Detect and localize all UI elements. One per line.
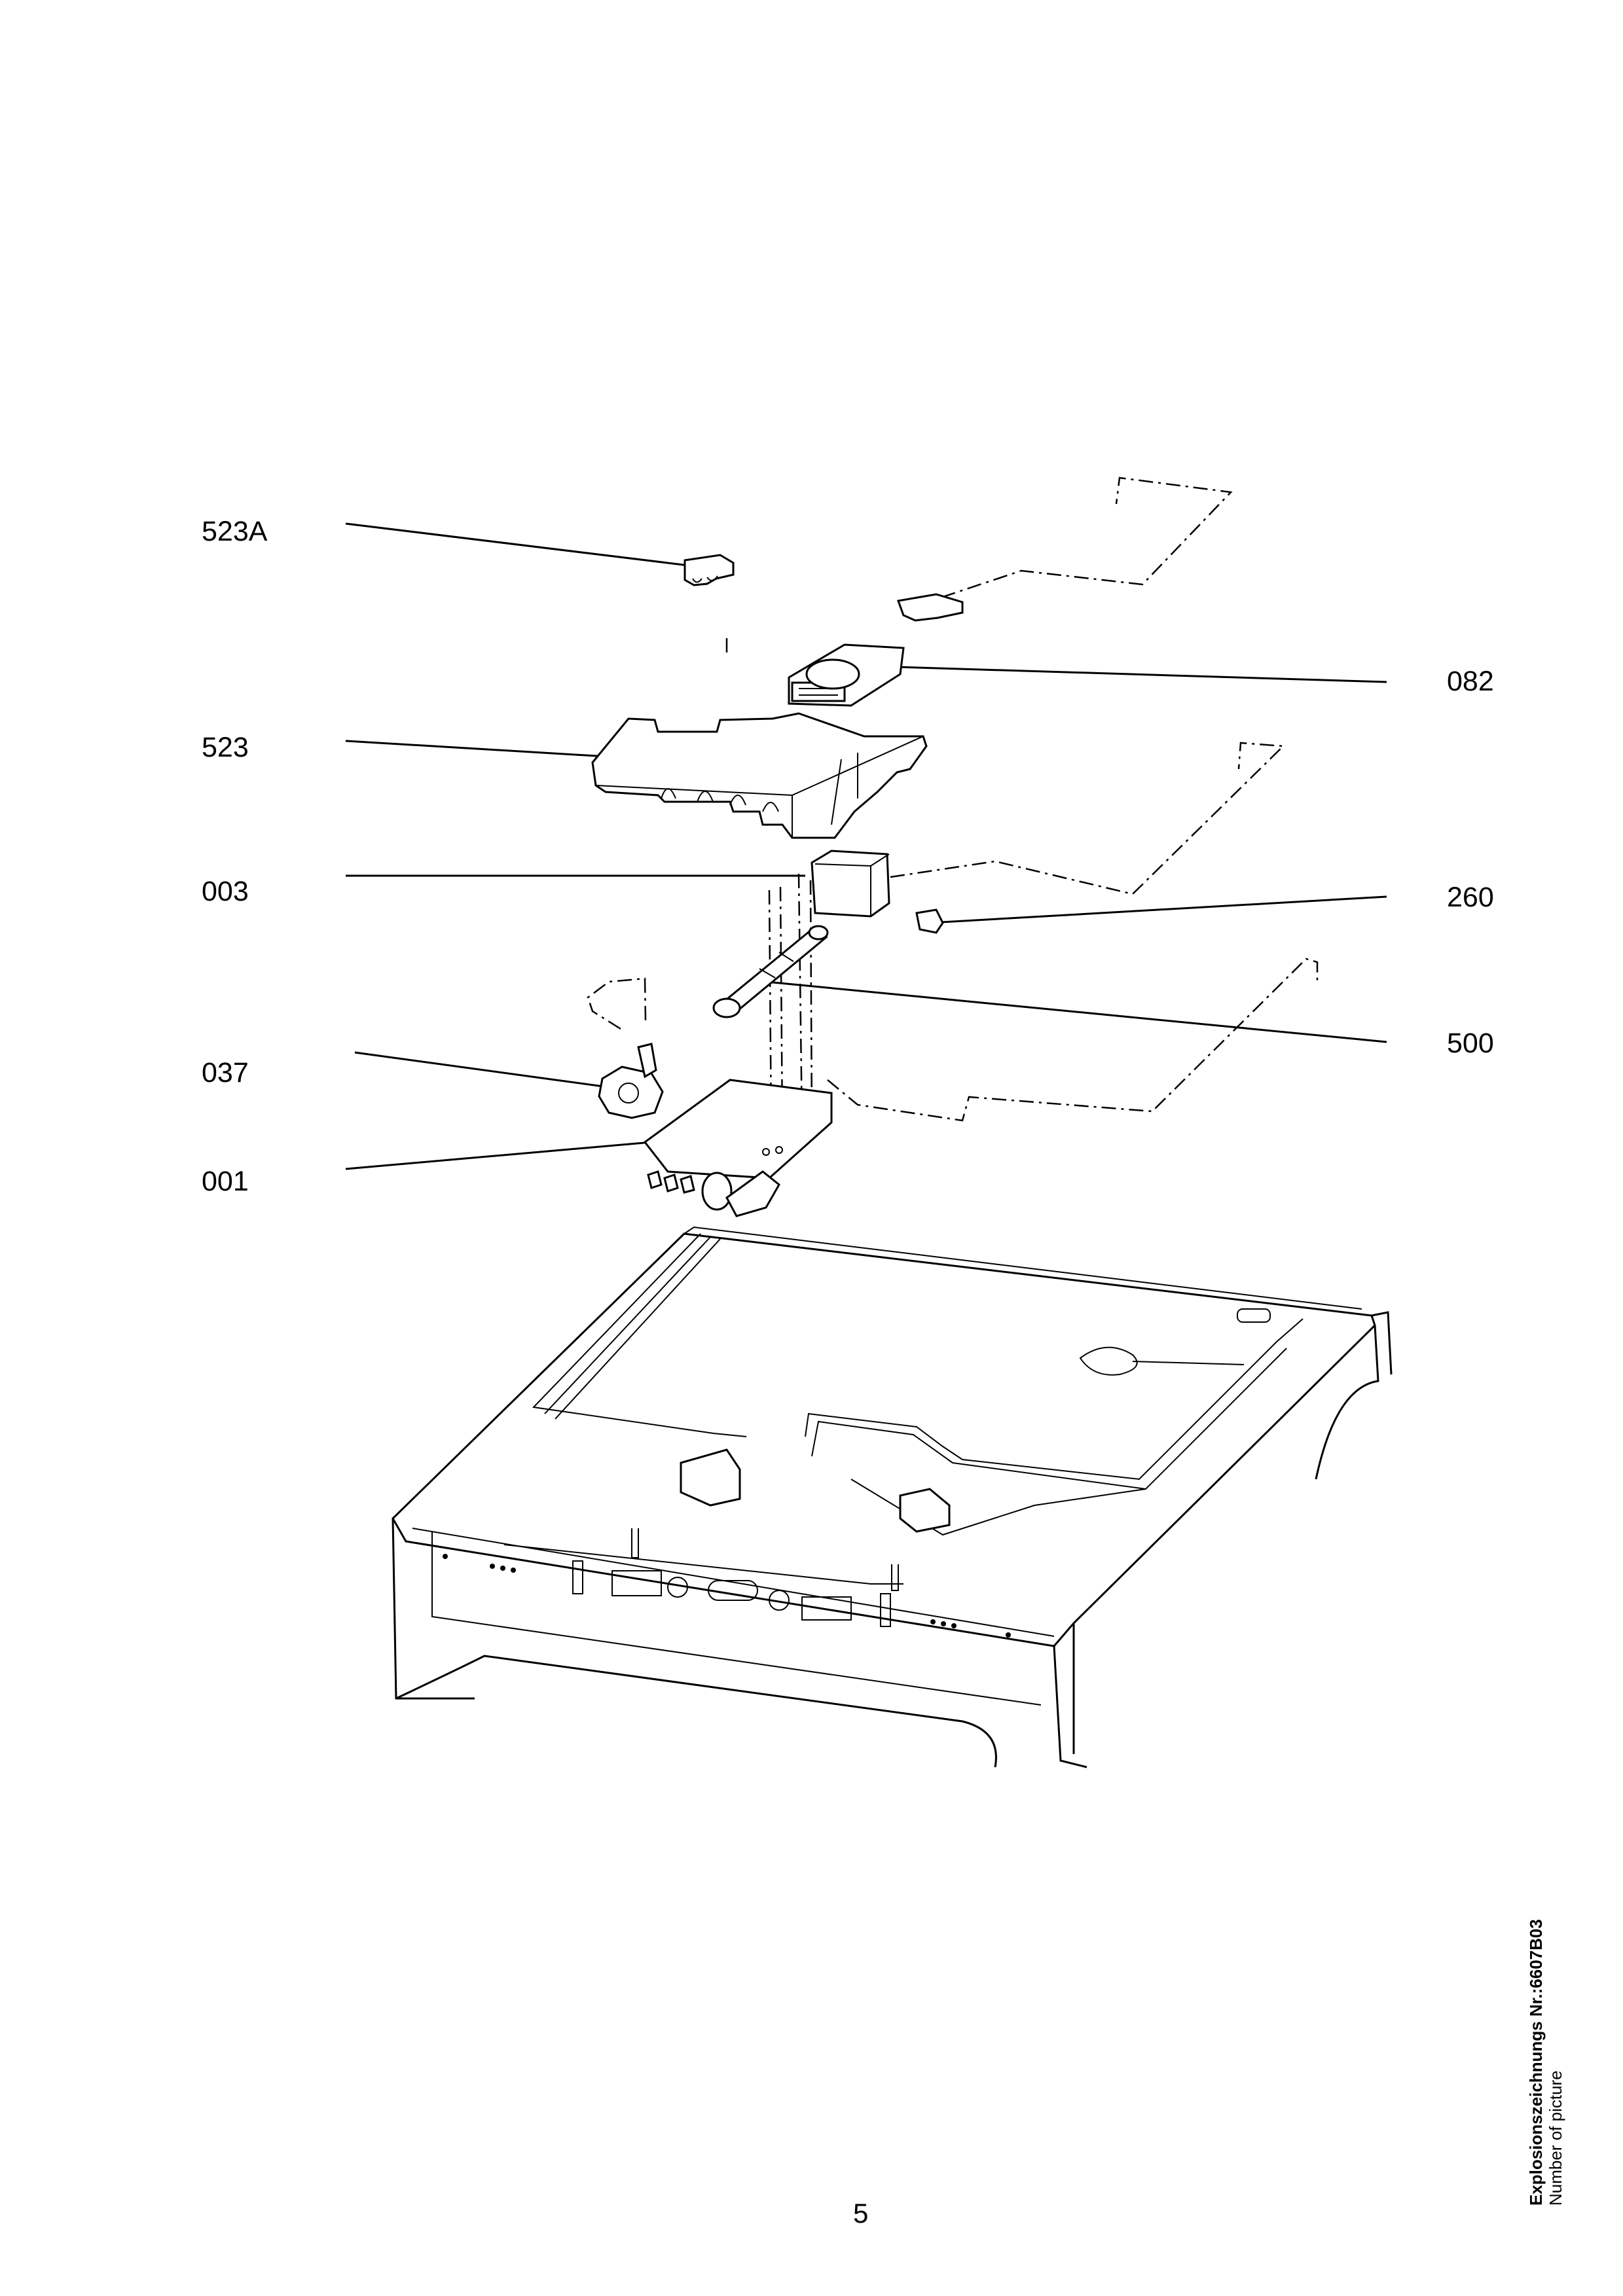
leader-001 (345, 1139, 675, 1170)
callout-037: 037 (202, 1057, 249, 1088)
leader-523A (345, 522, 711, 569)
callout-082: 082 (1447, 666, 1494, 697)
leader-082 (873, 665, 1387, 683)
base-housing (392, 1226, 1393, 1768)
part-082-module (788, 643, 905, 707)
callout-260: 260 (1447, 882, 1494, 913)
part-001-board (643, 1079, 833, 1217)
page-number: 5 (853, 2198, 869, 2229)
part-037-knob (598, 1043, 664, 1119)
drawing-caption: Number of picture (1545, 2070, 1565, 2206)
leader-260 (929, 895, 1387, 924)
callout-523A: 523A (202, 516, 268, 547)
drawing-number: Explosionszeichnungs Nr.:6607B03 (1526, 1919, 1546, 2206)
leader-037 (354, 1051, 642, 1093)
part-523A-clip (684, 554, 964, 622)
callout-523: 523 (202, 732, 249, 763)
callout-001: 001 (202, 1166, 249, 1197)
part-523-cover (591, 712, 928, 839)
callout-500: 500 (1447, 1028, 1494, 1059)
part-500-rod (712, 925, 829, 1018)
drawing-caption-block: Explosionszeichnungs Nr.:6607B03 Number … (1526, 1919, 1566, 2206)
callout-003: 003 (202, 876, 249, 907)
leader-lines (345, 522, 1387, 1170)
part-003-block (811, 850, 944, 934)
leader-500 (765, 980, 1387, 1043)
